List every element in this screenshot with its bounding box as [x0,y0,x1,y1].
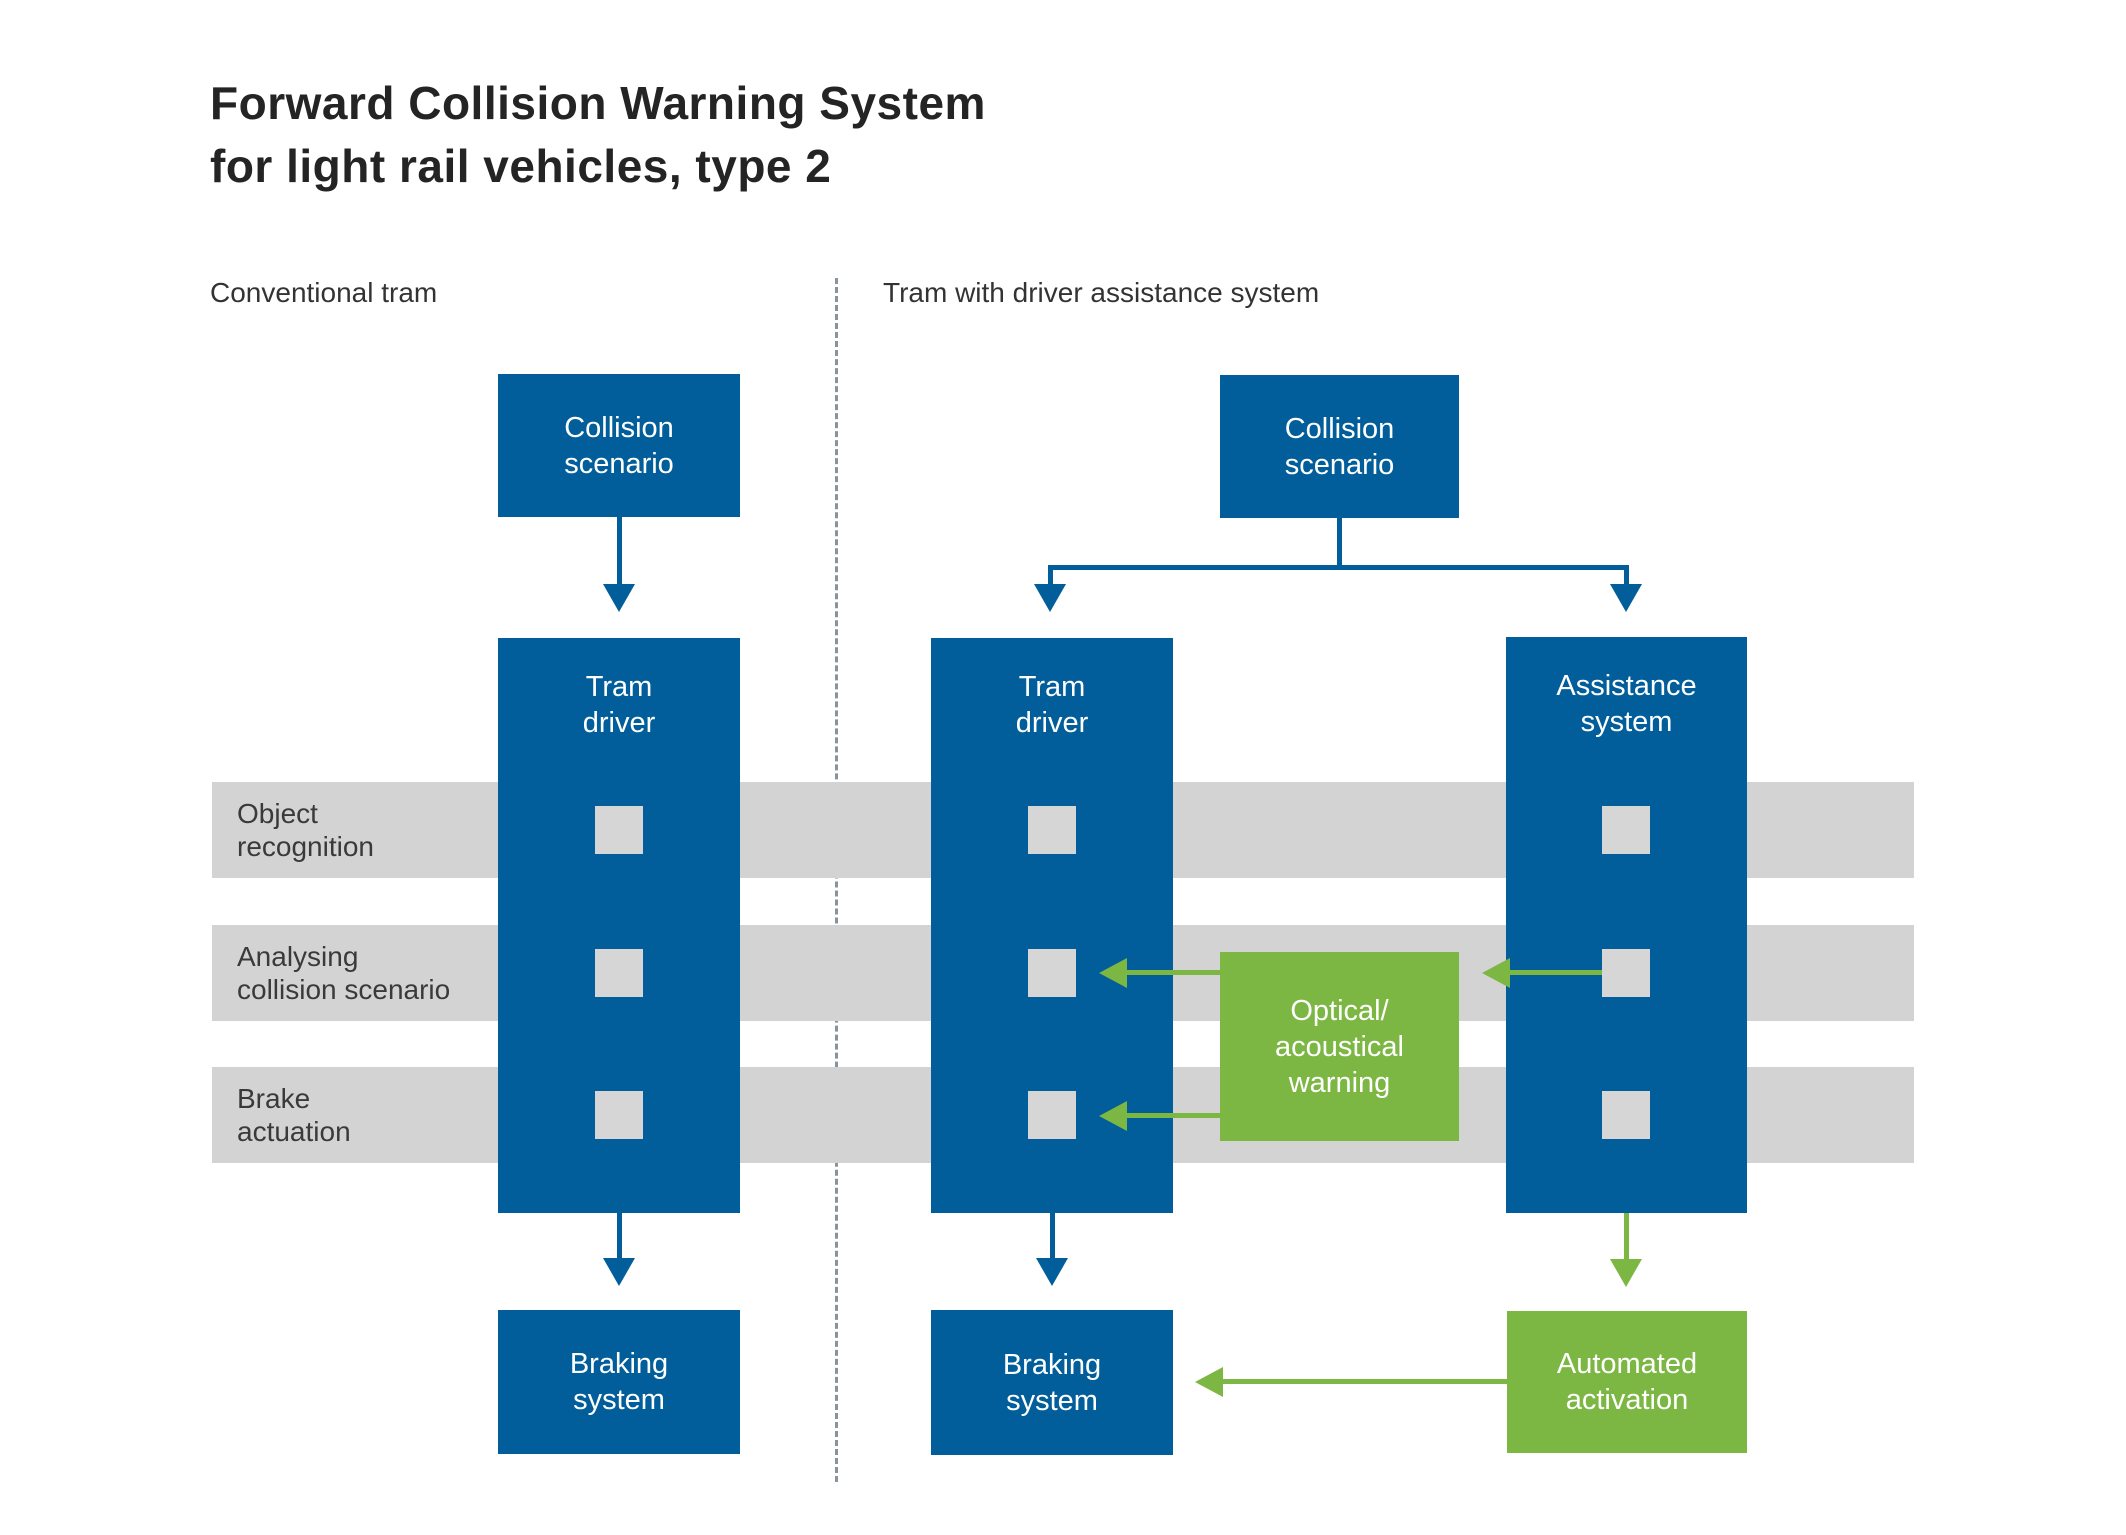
process-step-square-icon [1028,1091,1076,1139]
arrow-collision-to-driver-left [617,517,622,585]
box-collision-scenario-left: Collision scenario [498,374,740,517]
box-tram-driver-left: Tram driver [498,638,740,1213]
arrow-down-icon [1610,584,1642,612]
section-label-conventional: Conventional tram [210,277,438,308]
lane-label-object-recognition: Object recognition [237,798,374,862]
process-step-square-icon [1602,806,1650,854]
box-braking-system-right: Braking system [931,1310,1173,1455]
arrow-collision-to-driver-right [1048,565,1053,585]
section-label-assisted: Tram with driver assistance system [883,277,1320,308]
process-step-square-icon [1028,949,1076,997]
process-step-square-icon [1028,806,1076,854]
arrow-left-icon [1099,1101,1127,1131]
box-automated-activation: Automated activation [1507,1311,1747,1453]
box-braking-system-left: Braking system [498,1310,740,1454]
page-title: Forward Collision Warning System for lig… [210,77,986,192]
section-divider-dashed-line [835,278,838,1482]
arrow-down-icon [1610,1259,1642,1287]
branch-stem-collision-right [1337,518,1342,570]
arrow-left-icon [1195,1367,1223,1397]
arrow-collision-to-assistance [1624,565,1629,585]
box-optical-acoustical-warning: Optical/ acoustical warning [1220,952,1459,1141]
arrow-left-icon [1482,958,1510,988]
arrow-assistance-to-warning [1510,970,1602,975]
arrow-warning-to-driver-analysing [1127,970,1220,975]
arrow-down-icon [603,1258,635,1286]
arrow-driver-to-braking-right [1050,1213,1055,1259]
arrow-activation-to-braking [1223,1379,1507,1384]
branch-horizontal-connector [1048,565,1628,570]
arrow-driver-to-braking-left [617,1213,622,1259]
lane-label-brake-actuation: Brake actuation [237,1083,351,1147]
arrow-assistance-to-activation [1624,1213,1629,1261]
lane-label-analysing: Analysing collision scenario [237,941,451,1005]
arrow-warning-to-driver-brake [1127,1113,1220,1118]
box-collision-scenario-right: Collision scenario [1220,375,1459,518]
process-step-square-icon [1602,949,1650,997]
process-step-square-icon [595,806,643,854]
arrow-down-icon [1034,584,1066,612]
process-step-square-icon [1602,1091,1650,1139]
arrow-left-icon [1099,958,1127,988]
process-step-square-icon [595,949,643,997]
arrow-down-icon [1036,1258,1068,1286]
process-step-square-icon [595,1091,643,1139]
arrow-down-icon [603,584,635,612]
